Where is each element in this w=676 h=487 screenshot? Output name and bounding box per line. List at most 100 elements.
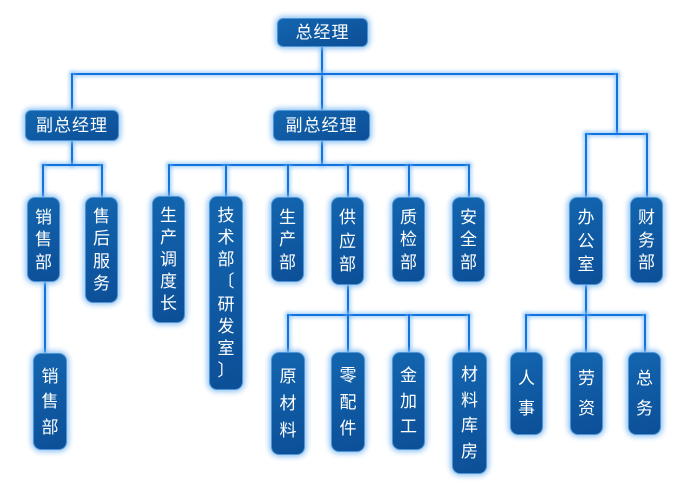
connector-line — [287, 164, 289, 197]
org-node-label-char: 调 — [160, 250, 177, 269]
org-node-label: 总经理 — [295, 23, 350, 42]
org-node-label-char: 部 — [339, 254, 356, 274]
org-node-label-char: 部 — [41, 417, 59, 437]
org-node-label-char: 长 — [160, 294, 177, 313]
connector-line — [42, 164, 103, 166]
org-node-label-char: 生 — [279, 207, 296, 227]
connector-line — [287, 314, 289, 352]
connector-line — [616, 73, 618, 135]
org-node-label-char: 售 — [41, 392, 59, 411]
org-node-label-char: 材 — [279, 394, 297, 413]
org-node-label-char: 务 — [636, 398, 653, 418]
org-node-metal-working: 金加工 — [392, 352, 425, 450]
org-node-sales-dept: 销售部 — [27, 197, 60, 282]
connector-line — [321, 141, 323, 166]
org-node-raw-materials: 原材料 — [271, 352, 305, 455]
org-node-dispatch-chief: 生产调度长 — [152, 196, 185, 323]
org-node-label-char: 人 — [518, 369, 535, 389]
org-node-supply-dept: 供应部 — [331, 197, 364, 285]
org-node-label-char: 库 — [461, 416, 478, 436]
connector-line — [71, 73, 73, 110]
org-node-label-char: 事 — [518, 398, 535, 418]
org-node-vgm-left: 副总经理 — [25, 110, 119, 141]
org-node-label-char: 务 — [638, 230, 655, 250]
connector-line — [468, 164, 470, 197]
connector-line — [44, 282, 46, 353]
org-node-labor-wages: 劳资 — [570, 352, 603, 435]
connector-line — [585, 314, 587, 352]
connector-line — [468, 314, 470, 352]
org-node-label-char: 后 — [93, 229, 110, 249]
org-node-gm: 总经理 — [277, 18, 368, 47]
org-node-label-char: 售 — [35, 230, 52, 249]
org-node-label-char: 加 — [400, 391, 417, 411]
org-node-safety-dept: 安全部 — [452, 197, 485, 282]
org-node-finance-dept: 财务部 — [630, 197, 663, 283]
org-node-production-dept: 生产部 — [271, 197, 304, 282]
connector-line — [287, 314, 470, 316]
connector-line — [101, 164, 103, 197]
connector-line — [347, 164, 349, 197]
connector-line — [585, 133, 648, 135]
org-node-hr: 人事 — [510, 352, 543, 435]
org-node-general-affairs: 总务 — [628, 352, 661, 435]
connector-line — [347, 314, 349, 352]
org-node-label-char: 产 — [279, 230, 296, 249]
org-node-label-char: 资 — [578, 398, 595, 418]
org-node-label: 副总经理 — [36, 116, 108, 135]
org-node-label-char: 服 — [93, 251, 110, 271]
org-node-label-char: 部 — [400, 252, 417, 272]
org-node-label-char: 劳 — [578, 369, 595, 389]
org-node-office: 办公室 — [569, 197, 603, 285]
connector-line — [408, 164, 410, 197]
org-node-label-char: 室 — [577, 254, 595, 274]
org-node-label-char: 应 — [339, 231, 356, 251]
connector-line — [585, 285, 587, 316]
org-node-label-char: 零 — [339, 366, 357, 386]
connector-line — [168, 164, 170, 197]
org-node-label-char: 配 — [339, 392, 357, 412]
connector-line — [347, 285, 349, 316]
connector-line — [71, 141, 73, 166]
org-node-label-char: 生 — [160, 206, 177, 225]
connector-line — [644, 314, 646, 352]
org-node-label-char: 办 — [577, 208, 595, 228]
org-node-label-char: 发 — [217, 316, 235, 336]
org-node-label-char: 术 — [217, 228, 235, 248]
connector-line — [321, 46, 323, 110]
org-node-material-warehouse: 材料库房 — [452, 352, 487, 474]
connector-line — [225, 164, 227, 197]
org-node-label-char: 财 — [638, 207, 655, 227]
org-node-label-char: 度 — [160, 272, 177, 291]
org-node-label-char: 研 — [217, 294, 235, 314]
org-node-label-char: 产 — [160, 228, 177, 247]
org-node-label-char: 件 — [339, 418, 357, 438]
connector-line — [168, 164, 470, 166]
connector-line — [408, 314, 410, 352]
org-node-label-char: 务 — [93, 273, 110, 293]
org-node-label-char: 原 — [279, 367, 297, 386]
org-node-label-char: 部 — [279, 252, 296, 272]
org-node-label-char: 公 — [577, 231, 595, 251]
org-node-label-char: 室 — [217, 338, 235, 358]
org-node-label-char: 料 — [461, 390, 478, 410]
connector-line — [525, 314, 527, 352]
org-node-label-char: 房 — [461, 441, 478, 461]
org-node-label: 副总经理 — [285, 116, 358, 135]
org-node-label-char: 部 — [460, 252, 477, 272]
org-node-label-char: 部 — [35, 252, 52, 272]
org-node-vgm-mid: 副总经理 — [273, 110, 370, 141]
org-node-label-char: 销 — [35, 207, 52, 227]
org-node-label-char: 部 — [638, 253, 655, 273]
org-node-sales-sub: 销售部 — [33, 353, 67, 450]
org-node-label-char: 金 — [400, 365, 417, 385]
org-node-qc-dept: 质检部 — [392, 197, 425, 282]
org-node-label-char: 全 — [460, 230, 477, 249]
org-node-label-char: 材 — [461, 365, 478, 385]
connector-line — [585, 133, 587, 197]
org-node-label-char: 质 — [400, 207, 417, 227]
org-node-label-char: 工 — [400, 417, 417, 437]
org-node-label-char: 技 — [217, 206, 235, 226]
connector-line — [646, 133, 648, 197]
